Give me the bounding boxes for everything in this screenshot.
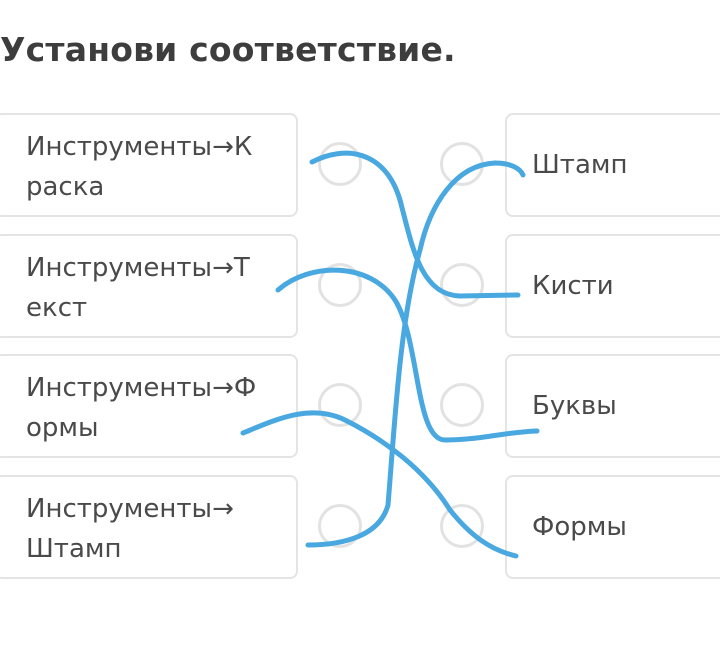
left-radio-1[interactable] — [318, 142, 362, 186]
left-radio-4[interactable] — [318, 504, 362, 548]
right-item-label: Штамп — [532, 150, 628, 180]
left-item-label: Инструменты→Ф ормы — [26, 373, 257, 443]
right-item-4[interactable]: Формы — [505, 475, 720, 579]
left-item-label: Инструменты→ Штамп — [26, 494, 234, 564]
left-item-label: Инструменты→Т екст — [26, 253, 250, 323]
right-item-2[interactable]: Кисти — [505, 234, 720, 338]
right-item-label: Буквы — [532, 391, 617, 421]
match-line-tekst-bukvy — [275, 267, 540, 443]
right-item-3[interactable]: Буквы — [505, 354, 720, 458]
right-radio-1[interactable] — [440, 142, 484, 186]
right-radio-2[interactable] — [440, 263, 484, 307]
right-radio-4[interactable] — [440, 504, 484, 548]
right-radio-3[interactable] — [440, 383, 484, 427]
right-item-label: Формы — [532, 512, 627, 542]
left-radio-2[interactable] — [318, 263, 362, 307]
left-item-3[interactable]: Инструменты→Ф ормы — [0, 354, 298, 458]
left-item-4[interactable]: Инструменты→ Штамп — [0, 475, 298, 579]
left-item-label: Инструменты→К раска — [26, 132, 253, 202]
task-title: Установи соответствие. — [0, 30, 456, 69]
left-item-1[interactable]: Инструменты→К раска — [0, 113, 298, 217]
match-line-shtamp-shtamp — [305, 160, 526, 548]
right-item-label: Кисти — [532, 271, 614, 301]
right-item-1[interactable]: Штамп — [505, 113, 720, 217]
left-item-2[interactable]: Инструменты→Т екст — [0, 234, 298, 338]
left-radio-3[interactable] — [318, 383, 362, 427]
